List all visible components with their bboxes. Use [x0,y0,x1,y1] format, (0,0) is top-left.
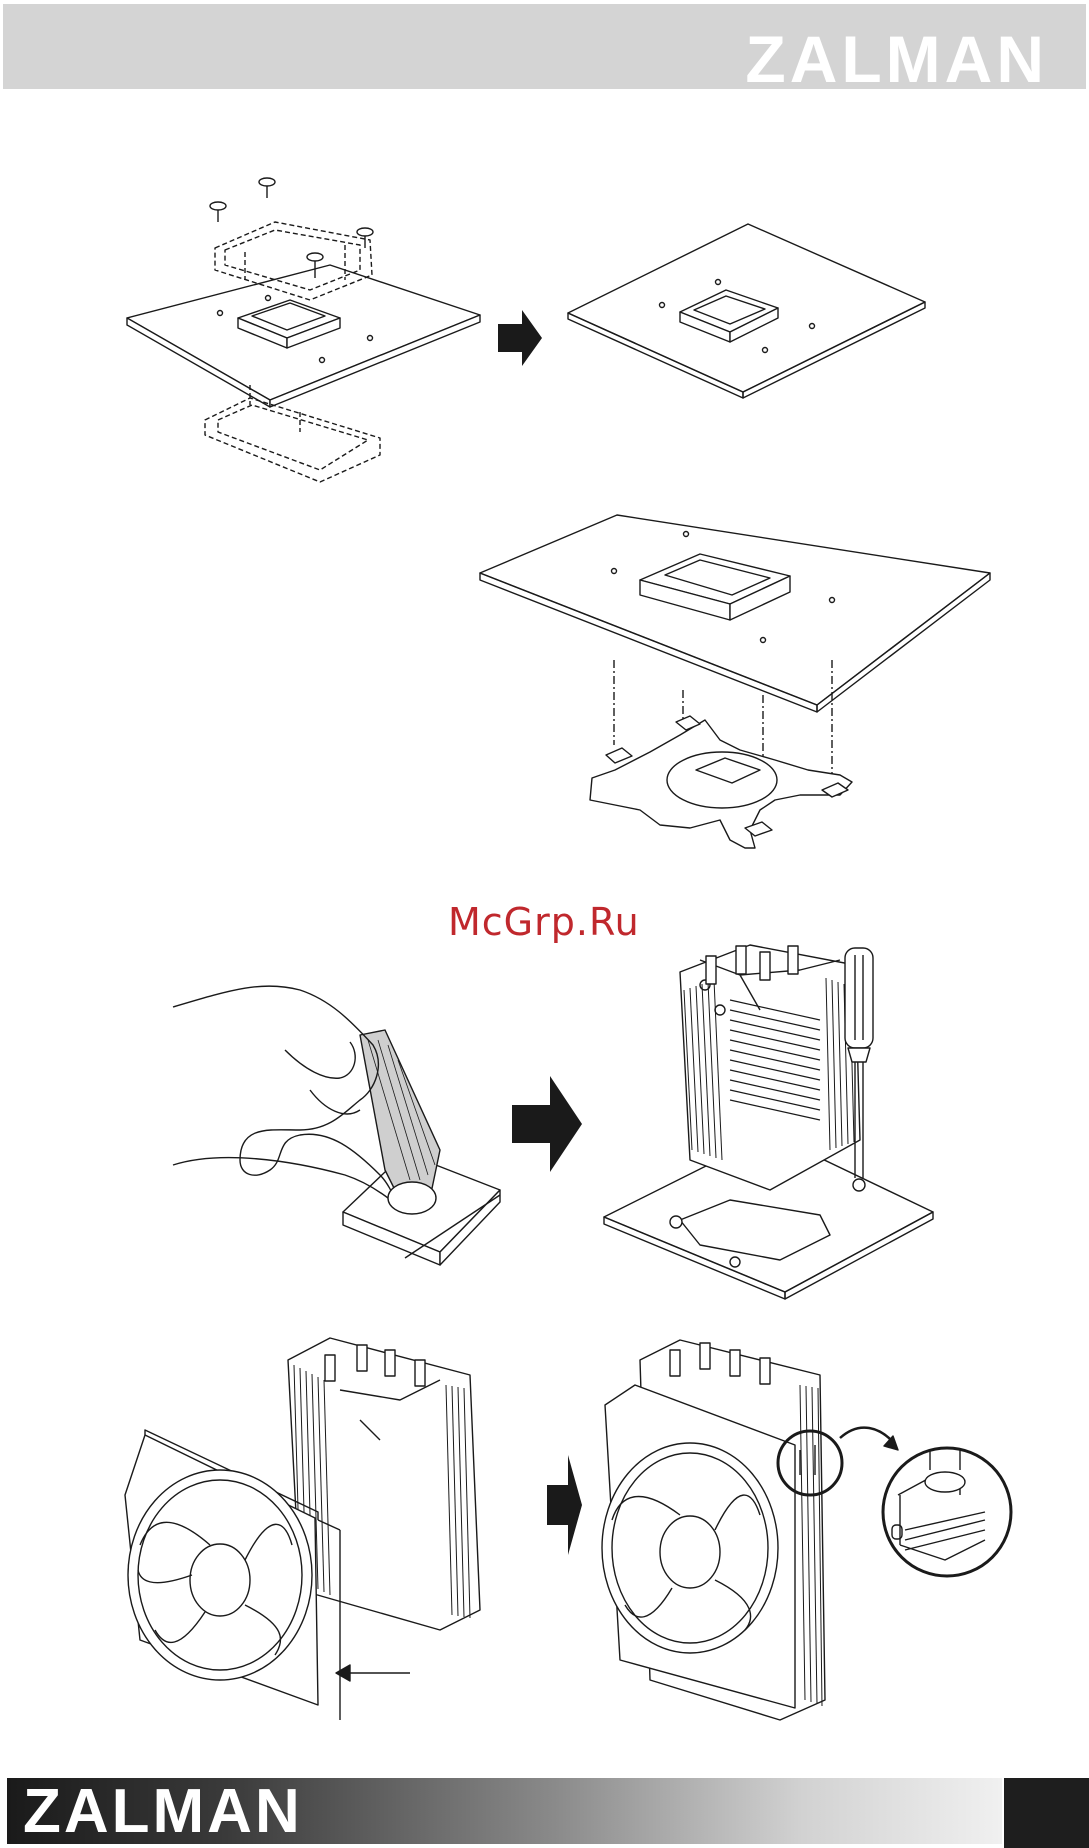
installation-illustrations [0,0,1089,1770]
curved-arrow-icon [840,1428,893,1442]
step-thermal-grease [173,986,500,1265]
left-arrow-icon [336,1665,350,1681]
right-arrow-icon [547,1455,582,1555]
step-heatsink-mount [604,945,933,1299]
page-number-block [1004,1778,1089,1848]
step-assembled [602,1340,1011,1720]
right-arrow-icon [512,1076,582,1172]
step-clean-board [568,224,925,398]
right-arrow-icon [498,310,542,366]
step-backplate [480,515,990,848]
footer-brand-logo: ZALMAN [23,1782,303,1842]
watermark-text: McGrp.Ru [448,900,640,944]
step-remove-bracket [127,178,480,482]
step-fan-attach [125,1338,480,1720]
footer-band: ZALMAN [7,1778,1002,1844]
